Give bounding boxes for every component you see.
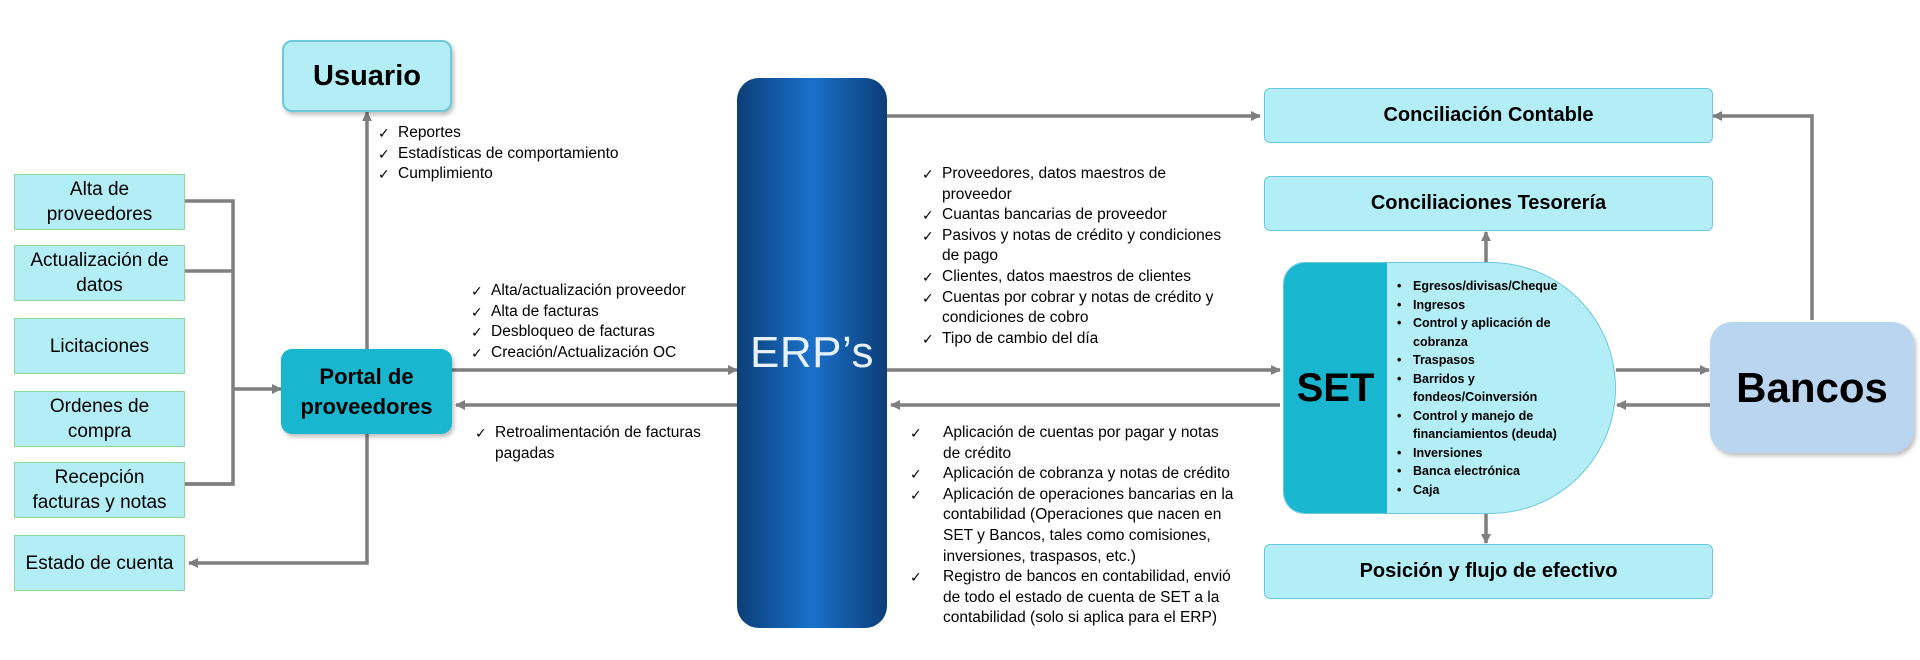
conciliaciones-tesoreria-box: Conciliaciones Tesorería bbox=[1264, 176, 1713, 231]
erp-box: ERP’s bbox=[737, 78, 887, 628]
set-title-panel: SET bbox=[1284, 263, 1387, 513]
portal-label: Portal de proveedores bbox=[300, 363, 433, 419]
portal-to-erp-item: Creación/Actualización OC bbox=[471, 343, 731, 364]
usuario-check-item: Estadísticas de comportamiento bbox=[378, 144, 638, 165]
set-item: Caja bbox=[1394, 481, 1594, 500]
box-ordenes-compra-label: Ordenes de compra bbox=[49, 396, 150, 442]
erp-label: ERP’s bbox=[750, 328, 874, 377]
usuario-label: Usuario bbox=[313, 59, 421, 92]
set-item: Control y aplicación de cobranza bbox=[1394, 314, 1594, 351]
conciliacion-contable-box: Conciliación Contable bbox=[1264, 88, 1713, 143]
portal-to-erp-item: Alta de facturas bbox=[471, 302, 731, 323]
erp-to-set-item: Pasivos y notas de crédito y condiciones… bbox=[922, 226, 1252, 267]
erp-to-set-item: Tipo de cambio del día bbox=[922, 329, 1252, 350]
usuario-check-item: Reportes bbox=[378, 123, 638, 144]
box-recepcion-facturas: Recepción facturas y notas bbox=[14, 462, 185, 518]
set-to-erp-item: Aplicación de cobranza y notas de crédit… bbox=[910, 464, 1250, 485]
box-actualizacion-datos-label: Actualización de datos bbox=[30, 250, 169, 296]
set-item: Barridos y fondeos/Coinversión bbox=[1394, 370, 1594, 407]
conciliacion-contable-label: Conciliación Contable bbox=[1383, 104, 1594, 126]
usuario-checklist: Reportes Estadísticas de comportamiento … bbox=[378, 123, 638, 185]
conciliaciones-tesoreria-label: Conciliaciones Tesorería bbox=[1370, 192, 1607, 214]
set-item: Banca electrónica bbox=[1394, 462, 1594, 481]
portal-to-erp-item: Desbloqueo de facturas bbox=[471, 322, 731, 343]
erp-to-set-checklist: Proveedores, datos maestros de proveedor… bbox=[922, 164, 1252, 349]
erp-to-portal-item: Retroalimentación de facturas pagadas bbox=[475, 423, 735, 464]
connector-alta bbox=[185, 199, 235, 486]
erp-to-set-item: Cuentas por cobrar y notas de crédito y … bbox=[922, 288, 1252, 329]
box-alta-proveedores: Alta de proveedores bbox=[14, 174, 185, 230]
bancos-box: Bancos bbox=[1710, 322, 1914, 453]
set-item: Control y manejo de financiamientos (deu… bbox=[1394, 407, 1594, 444]
portal-proveedores-box: Portal de proveedores bbox=[281, 349, 452, 434]
usuario-check-item: Cumplimiento bbox=[378, 164, 638, 185]
box-actualizacion-datos: Actualización de datos bbox=[14, 245, 185, 301]
posicion-flujo-label: Posición y flujo de efectivo bbox=[1359, 560, 1618, 582]
erp-to-set-item: Clientes, datos maestros de clientes bbox=[922, 267, 1252, 288]
set-to-erp-checklist: Aplicación de cuentas por pagar y notas … bbox=[910, 423, 1250, 629]
set-item: Inversiones bbox=[1394, 444, 1594, 463]
set-to-erp-item: Aplicación de operaciones bancarias en l… bbox=[910, 485, 1250, 567]
set-to-erp-item: Registro de bancos en contabilidad, envi… bbox=[910, 567, 1250, 629]
set-box: SET Egresos/divisas/Cheque Ingresos Cont… bbox=[1283, 262, 1616, 514]
portal-to-erp-item: Alta/actualización proveedor bbox=[471, 281, 731, 302]
box-alta-proveedores-label: Alta de proveedores bbox=[46, 179, 153, 225]
box-licitaciones: Licitaciones bbox=[14, 318, 185, 374]
set-item: Ingresos bbox=[1394, 296, 1594, 315]
box-estado-cuenta: Estado de cuenta bbox=[14, 535, 185, 591]
set-item: Traspasos bbox=[1394, 351, 1594, 370]
box-ordenes-compra: Ordenes de compra bbox=[14, 391, 185, 447]
set-item: Egresos/divisas/Cheque bbox=[1394, 277, 1594, 296]
erp-to-set-item: Cuantas bancarias de proveedor bbox=[922, 205, 1252, 226]
box-estado-cuenta-label: Estado de cuenta bbox=[25, 552, 174, 574]
portal-to-erp-checklist: Alta/actualización proveedor Alta de fac… bbox=[471, 281, 731, 363]
set-items-list: Egresos/divisas/Cheque Ingresos Control … bbox=[1394, 277, 1594, 499]
posicion-flujo-box: Posición y flujo de efectivo bbox=[1264, 544, 1713, 599]
box-recepcion-facturas-label: Recepción facturas y notas bbox=[32, 467, 167, 513]
arrow-to-estado-cuenta bbox=[188, 434, 369, 568]
erp-to-portal-checklist: Retroalimentación de facturas pagadas bbox=[475, 423, 735, 464]
arrow-bancos-to-conciliacion bbox=[1712, 111, 1814, 320]
box-licitaciones-label: Licitaciones bbox=[49, 335, 150, 357]
set-label: SET bbox=[1296, 365, 1375, 410]
set-to-erp-item: Aplicación de cuentas por pagar y notas … bbox=[910, 423, 1250, 464]
usuario-box: Usuario bbox=[282, 40, 452, 112]
erp-to-set-item: Proveedores, datos maestros de proveedor bbox=[922, 164, 1252, 205]
bancos-label: Bancos bbox=[1736, 363, 1888, 411]
